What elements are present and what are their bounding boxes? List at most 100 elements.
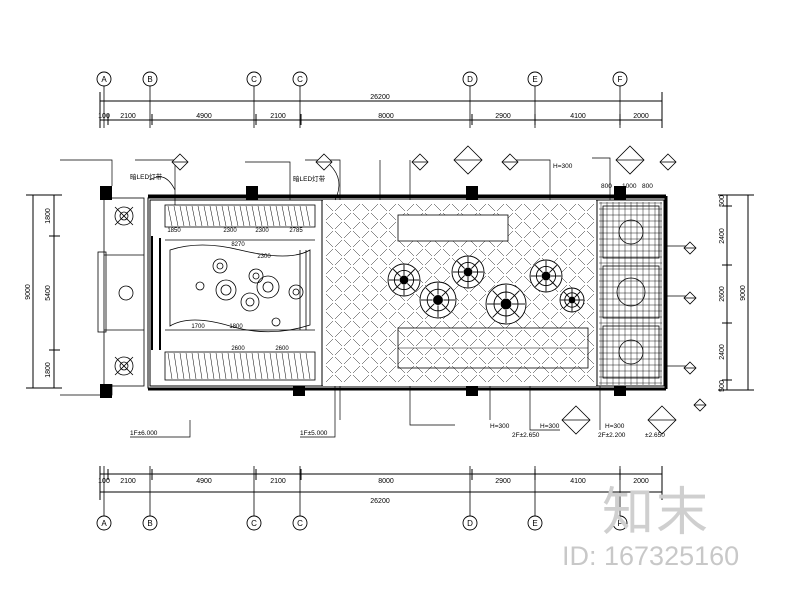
hatch-line [460, 365, 469, 374]
hatch-line [487, 329, 496, 338]
hatch-line [496, 203, 505, 212]
dim-label: 2100 [270, 478, 286, 485]
hatch-line [478, 293, 487, 302]
hatch-line [370, 212, 379, 221]
hatch-line [496, 365, 505, 374]
hatch-line [370, 365, 379, 374]
hatch-line [523, 365, 532, 374]
top-segment-labels: 100 2100 4900 2100 8000 2900 4100 2000 [98, 113, 649, 120]
hatch-line [550, 329, 559, 338]
medallion-petal [471, 260, 480, 269]
hatch-line [334, 248, 343, 257]
hatch-line [275, 352, 281, 380]
hatch-line [352, 284, 361, 293]
axis-label: A [101, 519, 107, 528]
hatch-line [478, 356, 487, 365]
hatch-line [352, 356, 361, 365]
hatch-line [325, 275, 334, 284]
hatch-line [352, 248, 361, 257]
hatch-line [379, 302, 388, 311]
hatch-line [487, 365, 496, 374]
hatch-line [505, 275, 514, 284]
hatch-line [514, 275, 523, 284]
hatch-line [325, 212, 334, 221]
hatch-line [424, 356, 433, 365]
hatch-line [352, 257, 361, 266]
hatch-line [523, 275, 532, 284]
hatch-line [550, 374, 559, 383]
hatch-line [514, 239, 523, 248]
hatch-line [379, 266, 388, 275]
hatch-line [370, 311, 379, 320]
hatch-line [406, 356, 415, 365]
medallion-petal [407, 283, 416, 292]
hatch-line [433, 320, 442, 329]
hatch-line [424, 347, 433, 356]
hatch-line [361, 374, 370, 383]
hatch-line [496, 374, 505, 383]
hatch-line [442, 347, 451, 356]
watermark-logo: 知末 [602, 483, 711, 543]
room-dim: 1850 [167, 228, 181, 234]
hatch-line [352, 365, 361, 374]
medallion-petal [441, 303, 451, 313]
hatch-line [514, 221, 523, 230]
hatch-line [370, 203, 379, 212]
hatch-line [442, 248, 451, 257]
hatch-line [305, 205, 311, 227]
hatch-line [523, 320, 532, 329]
hatch-line [397, 329, 406, 338]
hatch-line [487, 266, 496, 275]
hatch-line [343, 365, 352, 374]
hatch-line [173, 352, 179, 380]
hatch-line [415, 257, 424, 266]
hatch-line [334, 338, 343, 347]
hatch-line [568, 275, 577, 284]
hatch-line [370, 374, 379, 383]
medallion-petal [534, 264, 543, 273]
hatch-line [496, 338, 505, 347]
right-room-hatch [599, 202, 662, 385]
hatch-line [424, 203, 433, 212]
hatch-line [379, 356, 388, 365]
hatch-line [487, 284, 496, 293]
hatch-line [379, 230, 388, 239]
hatch-line [379, 212, 388, 221]
hatch-line [478, 347, 487, 356]
hatch-line [496, 347, 505, 356]
hatch-line [334, 266, 343, 275]
hatch-line [325, 320, 334, 329]
hatch-line [406, 293, 415, 302]
hatch-line [361, 347, 370, 356]
hatch-line [559, 284, 568, 293]
hatch-line [478, 203, 487, 212]
hatch-line [559, 329, 568, 338]
soffit-hatch [167, 205, 311, 380]
hatch-line [343, 293, 352, 302]
hatch-line [379, 248, 388, 257]
dim-label: 2100 [120, 478, 136, 485]
hatch-line [251, 352, 257, 380]
dim-label: 4900 [196, 113, 212, 120]
hatch-line [586, 239, 595, 248]
axis-bubble [462, 71, 478, 87]
hatch-line [334, 275, 343, 284]
level-label: 2F±2.200 [598, 432, 626, 439]
hatch-line [361, 365, 370, 374]
ceiling-medallion-center [433, 295, 443, 305]
hatch-line [568, 203, 577, 212]
hatch-line [568, 329, 577, 338]
hatch-line [532, 212, 541, 221]
medallion-petal [392, 268, 401, 277]
hatch-line [397, 248, 406, 257]
callout-label: H=300 [490, 423, 510, 430]
hatch-line [397, 203, 406, 212]
hatch-line [541, 230, 550, 239]
hatch-line [496, 266, 505, 275]
axis-bubble [292, 515, 308, 531]
hatch-line [370, 275, 379, 284]
medallion-petal [392, 283, 401, 292]
hatch-line [586, 212, 595, 221]
hatch-line [352, 203, 361, 212]
hatch-line [343, 203, 352, 212]
